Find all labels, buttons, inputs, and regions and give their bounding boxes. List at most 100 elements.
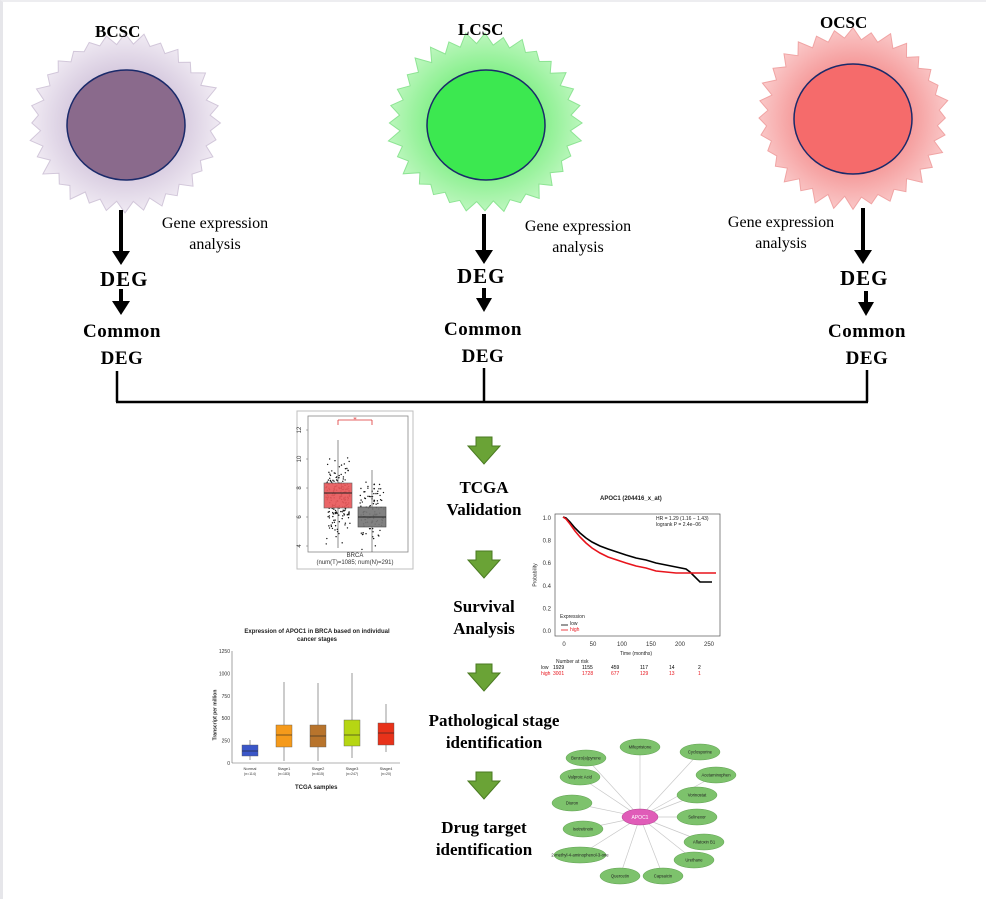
brca-point (333, 513, 335, 515)
brca-point (348, 460, 350, 463)
drug-node-label: Aflatoxin B1 (693, 840, 716, 845)
drug-node-label: 2-methyl-4-aminophenol-3-one (551, 853, 609, 858)
brca-point (327, 511, 330, 513)
merge-bracket (115, 368, 869, 404)
brca-point (364, 497, 367, 500)
drug-node-label: Diuron (566, 801, 579, 806)
km-ylabel: Probability (532, 563, 539, 587)
stage-box (377, 722, 395, 746)
brca-point (379, 488, 382, 490)
brca-point (335, 476, 337, 479)
drug-node (676, 786, 718, 804)
brca-point (335, 479, 338, 481)
brca-point (338, 477, 340, 479)
brca-point (332, 479, 334, 482)
common-deg-line2: DEG (461, 346, 505, 367)
stage-category: Stage2 (312, 766, 325, 771)
stage-count: (n=20) (381, 772, 391, 776)
brca-point (374, 545, 377, 547)
brca-point (343, 463, 346, 465)
brca-point (379, 494, 381, 497)
drug-node-label: Urethane (685, 858, 703, 863)
drug-node (642, 867, 684, 885)
km-risk-value: 1155 (582, 665, 593, 671)
brca-point (361, 501, 364, 503)
km-high-curve (562, 516, 716, 574)
brca-point (379, 529, 381, 532)
drug-node-label: Capsaicin (654, 874, 673, 879)
brca-point (342, 515, 344, 517)
deg-label-bcsc: DEG (100, 267, 149, 291)
brca-point (333, 472, 335, 474)
km-risk-value: 677 (611, 671, 620, 677)
drug-node-label: Selinexor (688, 815, 706, 820)
brca-point (382, 491, 385, 494)
brca-point (343, 510, 345, 512)
step-pathological-stage: Pathological stage identification (409, 710, 579, 754)
stage-count: (n=114) (244, 772, 256, 776)
step-drug-line2: identification (435, 840, 533, 859)
brca-point (327, 515, 329, 518)
lcsc-nucleus (426, 69, 546, 181)
brca-point (338, 521, 341, 523)
brca-y-tick: 8 (297, 486, 303, 490)
brca-point (333, 519, 335, 521)
step-survival-line1: Survival (453, 597, 515, 616)
brca-point (341, 517, 343, 520)
brca-point (336, 528, 339, 531)
brca-point (344, 524, 346, 526)
brca-point (360, 505, 362, 507)
step-drug-line1: Drug target (441, 818, 527, 837)
stage-box (275, 724, 293, 748)
brca-point (331, 522, 334, 524)
brca-xlabel: BRCA (num(T)=1085; num(N)=291) (297, 553, 413, 567)
brca-point (365, 532, 367, 535)
brca-point (344, 479, 346, 481)
brca-point (335, 511, 337, 514)
stage-box (343, 719, 361, 747)
brca-point (347, 517, 350, 519)
drug-node-label: Acetaminophen (701, 773, 731, 778)
gene-expression-line2: analysis (755, 235, 807, 252)
brca-point (367, 487, 369, 489)
brca-point (348, 512, 350, 515)
stage-category: Normal (244, 766, 257, 771)
brca-point (333, 480, 335, 482)
step-arrow-4 (466, 771, 502, 800)
drug-node (695, 766, 737, 784)
brca-point (331, 470, 333, 472)
brca-y-tick: 12 (297, 426, 303, 433)
km-risk-value: 3001 (553, 671, 565, 677)
km-risk-value: 14 (669, 665, 675, 671)
common-deg-bcsc: Common DEG (72, 318, 172, 372)
brca-point (341, 511, 344, 513)
step-arrow-1 (466, 436, 502, 465)
gene-expression-line1: Gene expression (727, 214, 835, 231)
brca-point (343, 513, 345, 515)
brca-y-tick: 6 (297, 515, 303, 519)
brca-point (344, 509, 346, 512)
deg-label-lcsc: DEG (457, 264, 506, 288)
common-deg-lcsc: Common DEG (433, 316, 533, 370)
km-risk-value: 117 (640, 665, 648, 671)
km-risk-value: 459 (611, 665, 620, 671)
common-deg-line2: DEG (100, 348, 144, 369)
brca-point (344, 468, 347, 470)
brca-point (338, 466, 341, 468)
brca-point (327, 479, 330, 481)
step-arrow-2 (466, 550, 502, 579)
km-x-tick: 0 (562, 642, 566, 648)
brca-point (378, 488, 380, 490)
brca-point (375, 492, 377, 495)
brca-point (335, 535, 337, 538)
brca-point (365, 481, 367, 483)
stage-title: Expression of APOC1 in BRCA based on ind… (232, 628, 402, 644)
brca-point (380, 499, 383, 502)
brca-point (362, 533, 364, 536)
brca-point (334, 460, 336, 462)
brca-point (346, 527, 349, 529)
brca-point (346, 514, 349, 516)
